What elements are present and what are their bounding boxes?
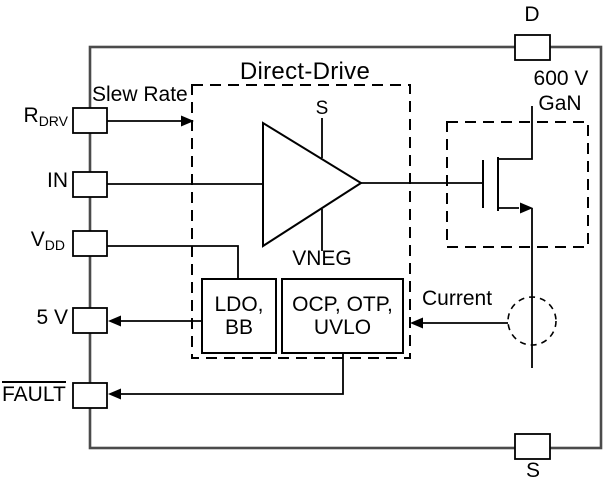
vdd-base: V [30,228,45,251]
pin-label-d: D [524,3,540,26]
direct-drive-dashed-box [191,84,411,359]
pin-box-d [514,34,551,61]
vdd-subscript: DD [44,237,65,253]
fault-base: FAULT [2,381,66,406]
protection-block-label: OCP, OTP, UVLO [282,279,403,353]
pin-box-rdrv [72,107,108,134]
ldo-bb-block [201,278,277,354]
pin-label-5v: 5 V [0,306,68,330]
driver-amplifier [262,121,363,248]
current-arrowhead-icon [410,317,423,329]
pin-box-fault [72,382,108,409]
ldo-line2: BB [224,316,253,339]
fet-voltage-label: 600 V [533,67,589,90]
pin-label-rdrv: RDRV [0,104,68,130]
pin-boxes [72,34,551,460]
fault-wire [120,354,344,395]
gan-fet-symbol [482,106,533,368]
pin-box-in [72,171,108,198]
in-base: IN [47,169,68,192]
fet-source-arrowhead-icon [520,202,533,214]
protection-line2: UVLO [313,316,372,339]
5v-base: 5 V [36,306,68,329]
amp-source-label: S [315,98,329,119]
direct-drive-title: Direct-Drive [239,58,371,85]
slew-rate-arrowhead-icon [181,115,194,127]
rdrv-base: R [23,104,39,127]
protection-line1: OCP, OTP, [292,293,393,316]
pin-label-s: S [525,459,541,482]
current-sense-circle [507,296,557,346]
5v-arrowhead-icon [108,315,121,327]
rdrv-subscript: DRV [38,113,68,129]
pin-box-s [514,433,551,460]
vneg-label: VNEG [292,247,352,270]
protection-block [281,278,404,354]
fet-drain-wire [498,106,533,160]
pin-box-vdd [72,230,108,257]
fet-technology-label: GaN [538,92,582,115]
ldo-line1: LDO, [214,293,264,316]
pin-label-in: IN [0,169,68,193]
fault-arrowhead-icon [108,388,121,400]
pin-box-5v [72,307,108,334]
vdd-wire [107,245,239,280]
arrowheads [108,115,533,400]
wires [107,120,508,395]
ldo-bb-block-label: LDO, BB [202,279,276,353]
slew-rate-label: Slew Rate [92,83,188,106]
pin-label-fault: FAULT [2,381,66,407]
pin-label-vdd: VDD [0,228,65,254]
current-sense-label: Current [422,287,493,310]
gan-fet-dashed-box [446,121,589,248]
